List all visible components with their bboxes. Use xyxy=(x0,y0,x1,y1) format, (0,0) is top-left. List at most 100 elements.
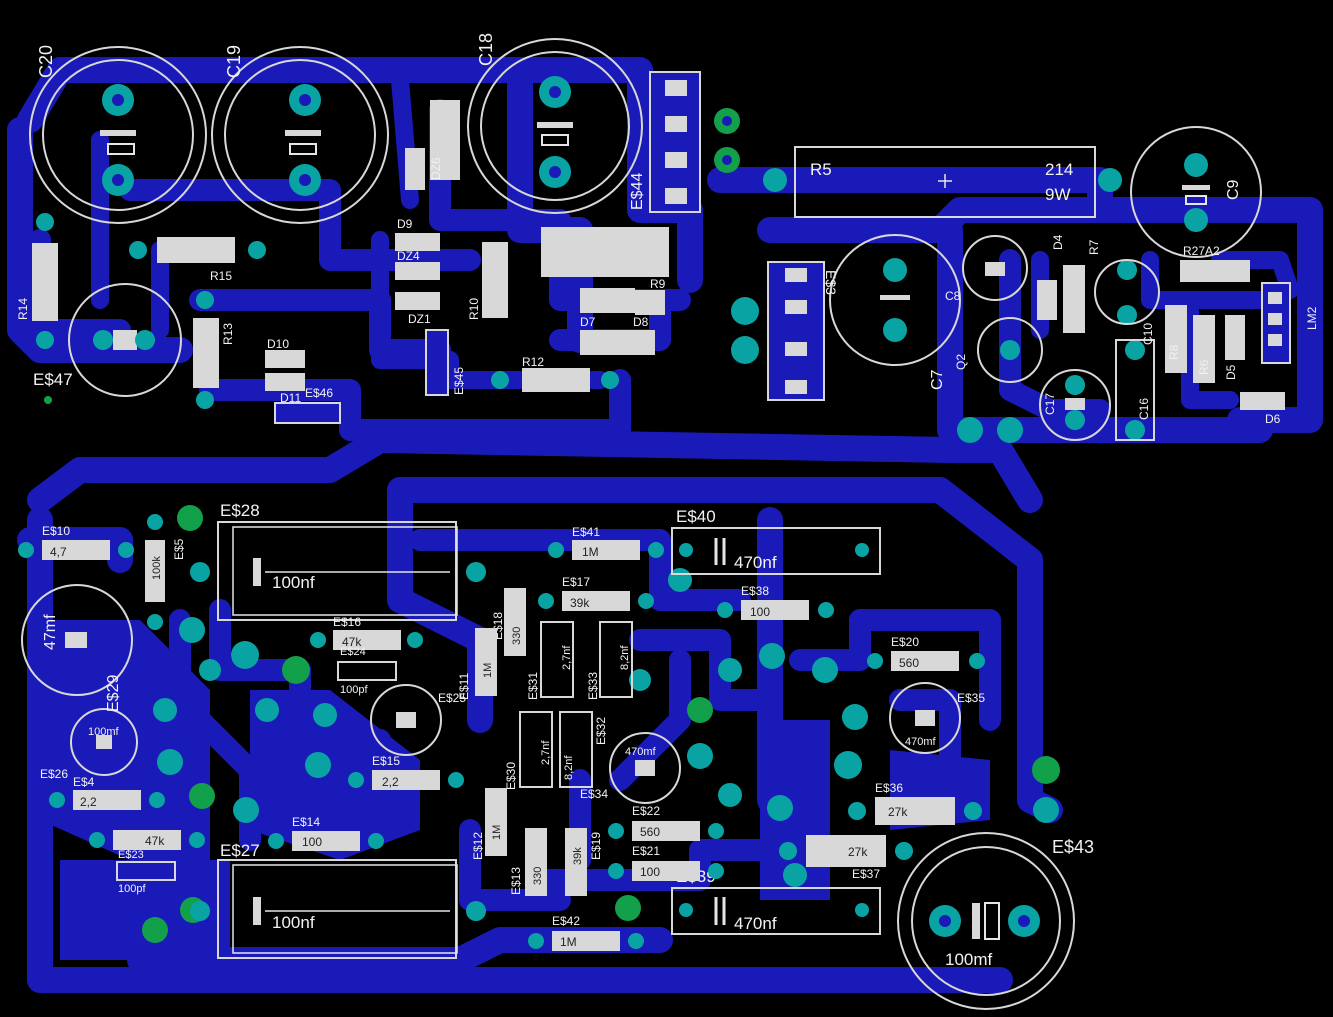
resistor-e1[interactable]: 47k xyxy=(89,830,205,850)
resistor-e22[interactable]: E$22 560 xyxy=(608,804,724,841)
svg-text:E$14: E$14 xyxy=(292,815,320,829)
resistor-e14[interactable]: E$14 100 xyxy=(268,815,384,851)
resistor-e15[interactable]: E$15 2,2 xyxy=(348,754,464,790)
svg-text:D8: D8 xyxy=(633,315,649,329)
diode-d9[interactable]: D9 xyxy=(395,217,440,251)
svg-text:8,2nf: 8,2nf xyxy=(563,755,575,780)
resistor-r10-top[interactable] xyxy=(430,100,460,180)
capacitor-c16[interactable]: C16 xyxy=(1115,339,1155,441)
resistor-r6[interactable]: R6 xyxy=(1193,315,1215,383)
capacitor-e27[interactable]: E$27 100nf xyxy=(190,841,486,959)
capacitor-e23[interactable]: E$23 100pf xyxy=(116,849,176,895)
capacitor-e28[interactable]: E$28 100nf xyxy=(190,501,486,621)
capacitor-e31[interactable]: E$31 2,7nf xyxy=(526,621,574,700)
capacitor-e25[interactable]: E$25 xyxy=(370,684,466,756)
resistor-r9-big[interactable] xyxy=(541,227,669,277)
resistor-e17[interactable]: E$17 39k xyxy=(538,575,654,611)
resistor-e37[interactable]: E$37 27k xyxy=(779,835,913,881)
svg-text:39k: 39k xyxy=(572,847,584,865)
capacitor-e32[interactable]: E$32 8,2nf xyxy=(559,711,608,788)
capacitor-e6[interactable]: 47mf xyxy=(21,584,133,696)
svg-text:47k: 47k xyxy=(145,834,165,848)
diode-d8[interactable]: D8 xyxy=(580,315,655,355)
resistor-r27a2[interactable]: R27A2 xyxy=(1180,244,1250,282)
resistor-r10[interactable]: R10 xyxy=(467,242,508,320)
c20-label: C20 xyxy=(36,45,56,78)
connector-e46[interactable]: E$46 xyxy=(274,386,341,424)
resistor-e36[interactable]: E$36 27k xyxy=(848,781,982,825)
svg-text:1M: 1M xyxy=(582,545,599,559)
capacitor-e35[interactable]: E$35 470mf xyxy=(889,682,985,754)
resistor-e16[interactable]: E$16 47k xyxy=(310,615,423,650)
svg-text:E$27: E$27 xyxy=(220,841,260,860)
resistor-r15[interactable]: R15 xyxy=(129,237,266,283)
svg-text:C7: C7 xyxy=(929,369,946,390)
resistor-e10[interactable]: E$10 4,7 xyxy=(18,524,134,560)
regulator-lm2[interactable]: LM2 xyxy=(1261,282,1319,364)
svg-text:2,7nf: 2,7nf xyxy=(540,740,552,765)
capacitor-c9[interactable]: C9 xyxy=(1130,126,1262,258)
resistor-r9[interactable]: R9 xyxy=(635,277,666,315)
capacitor-c17[interactable]: C17 xyxy=(1039,369,1111,441)
resistor-e13[interactable]: E$13 330 xyxy=(509,828,547,896)
diode-dz1[interactable]: DZ1 xyxy=(395,292,440,326)
capacitor-c18[interactable]: C18 xyxy=(467,33,643,214)
capacitor-e33[interactable]: E$33 8,2nf xyxy=(586,621,633,700)
capacitor-small-1[interactable] xyxy=(962,235,1028,301)
capacitor-e43[interactable]: E$43 100mf xyxy=(897,832,1094,1010)
diode-d7[interactable]: D7 xyxy=(580,288,635,329)
svg-text:E$11: E$11 xyxy=(457,673,471,700)
capacitor-e34[interactable]: E$34 470mf xyxy=(580,732,681,804)
resistor-e41[interactable]: E$41 1M xyxy=(548,525,664,560)
capacitor-c19[interactable]: C19 xyxy=(211,45,389,224)
capacitor-47[interactable] xyxy=(68,283,182,397)
resistor-r13[interactable]: R13 xyxy=(193,291,235,409)
diode-d4[interactable]: D4 xyxy=(1037,234,1065,320)
resistor-r14[interactable]: R14 xyxy=(16,213,58,349)
resistor-r7[interactable]: R7 xyxy=(1063,239,1101,333)
capacitor-e30[interactable]: E$30 2,7nf xyxy=(504,711,553,790)
svg-text:E$23: E$23 xyxy=(118,849,144,861)
resistor-e12[interactable]: E$12 1M xyxy=(471,788,507,860)
svg-text:100k: 100k xyxy=(151,556,163,580)
capacitor-c20[interactable]: C20 xyxy=(29,45,207,224)
transistor-q2[interactable]: Q2 xyxy=(954,317,1043,383)
svg-text:E$32: E$32 xyxy=(594,717,608,745)
svg-text:560: 560 xyxy=(899,656,919,670)
resistor-e11[interactable]: E$11 1M xyxy=(457,628,497,700)
connector-e3[interactable]: E$3 xyxy=(767,261,839,401)
resistor-e42[interactable]: E$42 1M xyxy=(528,914,644,951)
resistor-e20[interactable]: E$20 560 xyxy=(867,635,985,671)
svg-text:100pf: 100pf xyxy=(340,684,368,696)
svg-text:D6: D6 xyxy=(1265,412,1281,426)
resistor-e21[interactable]: E$21 100 xyxy=(608,844,724,881)
connector-e44[interactable]: E$44 xyxy=(629,71,701,213)
svg-text:100pf: 100pf xyxy=(118,883,146,895)
capacitor-c8[interactable]: C8 C7 xyxy=(829,234,961,390)
svg-text:2,2: 2,2 xyxy=(382,775,399,789)
capacitor-e24[interactable]: E$24 100pf xyxy=(337,646,397,696)
resistor-e38[interactable]: E$38 100 xyxy=(717,584,834,620)
svg-text:27k: 27k xyxy=(848,845,868,859)
capacitor-c10[interactable]: C10 xyxy=(1094,259,1160,345)
diode-dz4[interactable]: DZ4 xyxy=(395,249,440,280)
capacitor-e40[interactable]: E$40 470nf xyxy=(671,507,881,575)
resistor-r8[interactable]: R8 xyxy=(1165,305,1187,373)
svg-text:100nf: 100nf xyxy=(272,573,315,592)
diode-dz6[interactable]: DZ6 xyxy=(405,148,443,190)
resistor-e4[interactable]: E$4 2,2 E$26 xyxy=(40,767,165,810)
connector-e45[interactable]: E$45 xyxy=(425,329,466,396)
svg-text:2,2: 2,2 xyxy=(80,795,97,809)
diode-d5[interactable]: D5 xyxy=(1224,315,1245,380)
resistor-e19[interactable]: E$19 39k xyxy=(565,828,603,896)
svg-text:E$40: E$40 xyxy=(676,507,716,526)
resistor-r12[interactable]: R12 xyxy=(491,355,619,392)
connector-e47[interactable]: E$47 xyxy=(33,370,73,404)
resistor-r5[interactable]: R5 214 9W xyxy=(763,146,1122,218)
capacitor-e29[interactable]: E$29 100mf xyxy=(70,675,138,776)
resistor-e5[interactable]: E$5 100k xyxy=(145,514,186,630)
diode-d6[interactable]: D6 xyxy=(1240,392,1285,426)
svg-text:R27A2: R27A2 xyxy=(1183,244,1220,258)
diodes-d10-d11[interactable]: D10 D11 xyxy=(265,337,305,405)
svg-text:D7: D7 xyxy=(580,315,596,329)
